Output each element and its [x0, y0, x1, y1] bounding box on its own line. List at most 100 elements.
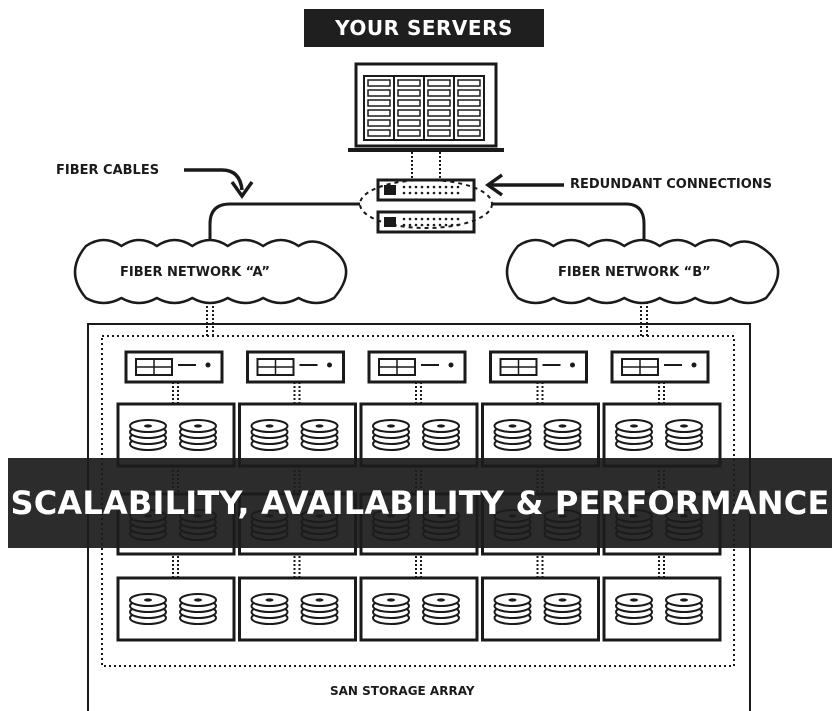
server-drive-slot: [397, 89, 421, 97]
switch-led: [408, 191, 412, 195]
server-drive-slot: [457, 129, 481, 137]
server-drive-slot: [397, 79, 421, 87]
redundancy-ring: [359, 179, 493, 229]
switch-led: [444, 223, 448, 227]
switch-led: [432, 223, 436, 227]
cloud-icon: [73, 238, 780, 305]
server-drive-slot: [427, 129, 451, 137]
server-drive-slot: [397, 99, 421, 107]
disk-spindle: [558, 598, 567, 602]
switch-led: [414, 217, 418, 221]
disk-spindle: [508, 424, 517, 428]
switch-led: [426, 185, 430, 189]
page-title: YOUR SERVERS: [304, 9, 544, 47]
switch-led: [456, 191, 460, 195]
disk-spindle: [630, 598, 638, 602]
switch-led: [444, 185, 448, 189]
switch-led: [414, 223, 418, 227]
controller-led: [205, 362, 211, 368]
controller-led: [570, 362, 575, 368]
disk-spindle: [387, 424, 395, 428]
cloud-shape: [505, 238, 780, 305]
disk-spindle: [680, 424, 688, 428]
switch-led: [420, 217, 424, 221]
disk-spindle: [437, 598, 445, 602]
disk-spindle: [387, 598, 395, 602]
arrow-icon: [184, 168, 564, 200]
server-drive-slot: [457, 89, 481, 97]
switch-led: [402, 217, 406, 221]
server-drive-slot: [457, 79, 481, 87]
switch-led: [438, 191, 442, 195]
san-storage-array-label: SAN STORAGE ARRAY: [330, 684, 475, 698]
switch-port: [384, 217, 396, 227]
server-drive-slot: [427, 119, 451, 127]
switch-led: [426, 217, 430, 221]
switch-led: [432, 217, 436, 221]
fiber-cable-a: [208, 202, 360, 246]
server-drive-slot: [457, 119, 481, 127]
fiber-cables-arrow: [184, 168, 244, 191]
switch-led: [420, 223, 424, 227]
controller-led: [327, 362, 332, 368]
switch-led: [438, 217, 442, 221]
switch-led: [450, 191, 454, 195]
switch-port: [384, 185, 396, 195]
fiber-cables-label: FIBER CABLES: [56, 163, 160, 178]
switch-led: [408, 185, 412, 189]
server-drive-slot: [367, 109, 391, 117]
disk-spindle: [144, 424, 152, 428]
disk-spindle: [144, 598, 152, 602]
switch-led: [414, 191, 418, 195]
server-drive-slot: [457, 99, 481, 107]
network-switch-icon: [359, 178, 493, 234]
disk-spindle: [265, 598, 274, 602]
switch-led: [450, 185, 454, 189]
server-drive-slot: [397, 119, 421, 127]
switch-led: [426, 191, 430, 195]
switch-led: [414, 185, 418, 189]
server-drive-slot: [427, 99, 451, 107]
controller-led: [691, 362, 697, 368]
switch-led: [402, 191, 406, 195]
server-drive-slot: [367, 79, 391, 87]
disk-spindle: [194, 598, 202, 602]
switch-led: [438, 185, 442, 189]
headline-banner: SCALABILITY, AVAILABILITY & PERFORMANCE: [8, 458, 832, 548]
switch-led: [432, 191, 436, 195]
fiber-network-a-label: FIBER NETWORK “A”: [120, 265, 270, 280]
server-drive-slot: [427, 89, 451, 97]
switch-led: [408, 217, 412, 221]
disk-spindle: [558, 424, 567, 428]
switch-led: [420, 185, 424, 189]
disk-spindle: [315, 424, 324, 428]
server-drive-slot: [367, 99, 391, 107]
switch-led: [426, 223, 430, 227]
switch-led: [456, 217, 460, 221]
switch-led: [408, 223, 412, 227]
redundant-connections-label: REDUNDANT CONNECTIONS: [570, 177, 773, 192]
controller-icon: [367, 350, 467, 384]
server-drive-slot: [397, 129, 421, 137]
disk-spindle: [437, 424, 445, 428]
fiber-cables-arrowhead: [230, 180, 254, 200]
switch-led: [438, 223, 442, 227]
server-drive-slot: [367, 119, 391, 127]
switch-led: [444, 191, 448, 195]
server-rack-body: [354, 62, 498, 148]
server-drive-slot: [427, 109, 451, 117]
switch-led: [450, 217, 454, 221]
disk-spindle: [680, 598, 688, 602]
controller-led: [448, 362, 454, 368]
disk-spindle: [315, 598, 324, 602]
server-drive-slot: [427, 79, 451, 87]
disk-spindle: [194, 424, 202, 428]
disk-spindle: [630, 424, 638, 428]
disk-spindle: [265, 424, 274, 428]
server-rack-icon: [348, 62, 504, 152]
switch-led: [456, 185, 460, 189]
redundant-connections-arrowhead: [484, 173, 504, 197]
server-drive-slot: [457, 109, 481, 117]
server-bay: [453, 75, 485, 141]
